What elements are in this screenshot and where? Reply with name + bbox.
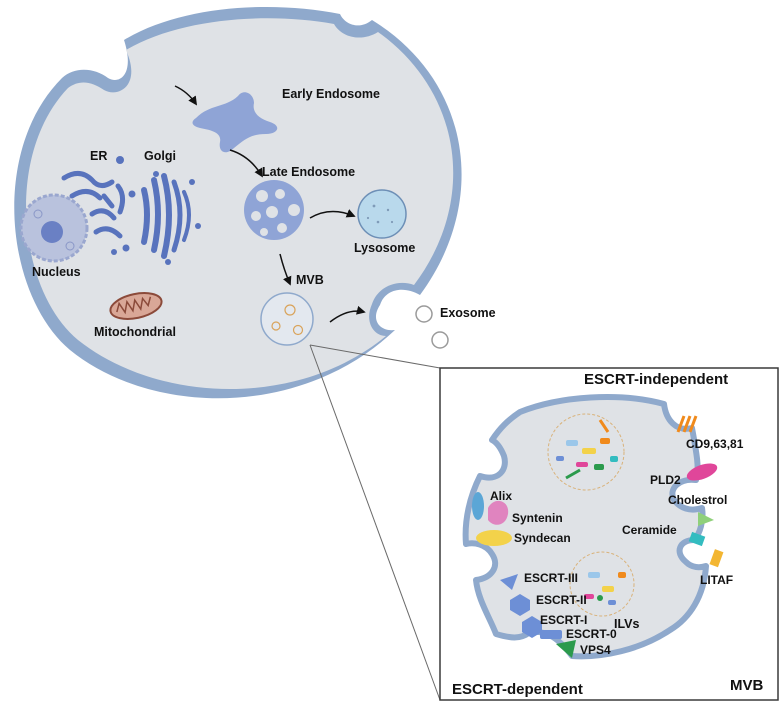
ilv-top xyxy=(547,413,625,491)
escrt-iii-label: ESCRT-III xyxy=(524,571,578,585)
mitochondria xyxy=(109,292,163,320)
pld2-marker xyxy=(686,463,718,481)
er-vesicles xyxy=(111,156,136,255)
vps4-label: VPS4 xyxy=(580,643,611,657)
escrt-iii-marker xyxy=(500,574,518,590)
escrt-i-label: ESCRT-I xyxy=(540,613,587,627)
er-label: ER xyxy=(90,149,107,163)
nucleus-label: Nucleus xyxy=(32,265,81,279)
mvb-label: MVB xyxy=(296,273,324,287)
escrt-i-marker xyxy=(522,616,542,638)
cholestrol-label: Cholestrol xyxy=(668,493,727,507)
lysosome xyxy=(357,189,407,239)
litaf-marker xyxy=(709,549,724,568)
arrow-3 xyxy=(309,209,356,219)
exosome-label: Exosome xyxy=(440,306,496,320)
early-endosome-label: Early Endosome xyxy=(282,87,380,101)
ilv-bottom xyxy=(569,551,635,617)
nucleus xyxy=(19,193,89,263)
golgi-label: Golgi xyxy=(144,149,176,163)
syntenin-marker xyxy=(488,500,509,525)
pld2-label: PLD2 xyxy=(650,473,681,487)
vps4-marker xyxy=(556,640,576,658)
cd9-63-81-label: CD9,63,81 xyxy=(686,437,744,451)
escrt-ii-label: ESCRT-II xyxy=(536,593,587,607)
inset-title-bottom-right: MVB xyxy=(730,677,764,694)
syndecan-label: Syndecan xyxy=(514,531,571,545)
cd9-63-81-marker xyxy=(676,415,698,433)
arrow-1 xyxy=(174,85,197,106)
golgi-vesicles xyxy=(153,171,201,265)
lysosome-label: Lysosome xyxy=(354,241,415,255)
syntenin-label: Syntenin xyxy=(512,511,563,525)
inset-title-top: ESCRT-independent xyxy=(584,371,728,388)
ceramide-label: Ceramide xyxy=(622,523,677,537)
er xyxy=(61,171,126,239)
early-endosome-shape xyxy=(192,92,278,153)
ceramide-marker xyxy=(688,531,706,547)
arrow-2 xyxy=(229,149,263,178)
golgi xyxy=(141,173,191,259)
escrt-ii-marker xyxy=(510,594,530,616)
escrt-0-label: ESCRT-0 xyxy=(566,627,617,641)
zoom-line-bottom xyxy=(309,344,441,701)
arrow-5 xyxy=(329,305,366,323)
late-endosome-label: Late Endosome xyxy=(262,165,355,179)
late-endosome xyxy=(244,180,304,240)
escrt-0-marker xyxy=(540,630,562,639)
ilvs-label: ILVs xyxy=(614,617,640,631)
mitochondrial-label: Mitochondrial xyxy=(94,325,176,339)
syndecan-marker xyxy=(476,530,512,546)
litaf-label: LITAF xyxy=(700,573,733,587)
mvb xyxy=(260,292,314,346)
alix-label: Alix xyxy=(490,489,512,503)
inset-title-bottom-left: ESCRT-dependent xyxy=(452,681,583,698)
exosomes xyxy=(415,305,449,349)
alix-marker xyxy=(472,492,484,520)
cholestrol-marker xyxy=(698,512,714,526)
zoom-line-top xyxy=(309,344,441,369)
arrow-4 xyxy=(279,253,292,286)
